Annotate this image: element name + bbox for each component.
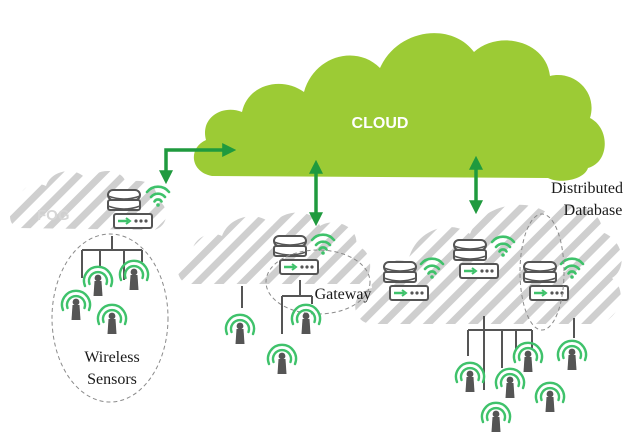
wireless-sensor-icon — [290, 303, 322, 336]
wireless-sensor-icon — [534, 381, 566, 414]
wireless-sensors-group — [51, 233, 169, 403]
wireless-sensor-icon — [96, 303, 128, 336]
wireless-sensors-label-line2: Sensors — [87, 371, 137, 388]
main-cloud: CLOUD — [193, 33, 605, 181]
wireless-sensor-icon — [556, 339, 588, 372]
wireless-sensor-icon — [118, 259, 150, 292]
wireless-sensor-icon — [494, 367, 526, 400]
wireless-sensor-icon — [224, 313, 256, 346]
wireless-sensor-icon — [266, 343, 298, 376]
wireless-sensor-icon — [82, 265, 114, 298]
distributed-database-label-line1: Distributed — [551, 180, 623, 197]
cloud-label: CLOUD — [352, 115, 409, 132]
gateway-label: Gateway — [315, 286, 372, 303]
wireless-sensors-label-line1: Wireless — [84, 349, 139, 366]
distributed-database-label-line2: Database — [564, 202, 623, 219]
distributed-database-group — [519, 213, 565, 331]
wireless-sensor-icon — [60, 289, 92, 322]
connection-arrows — [159, 143, 483, 227]
wireless-sensor-icon — [454, 361, 486, 394]
wireless-sensor-icon — [512, 341, 544, 374]
wireless-sensor-icon — [480, 401, 512, 434]
sensor-wiring — [81, 236, 575, 390]
fog-label: FOG — [37, 207, 70, 224]
